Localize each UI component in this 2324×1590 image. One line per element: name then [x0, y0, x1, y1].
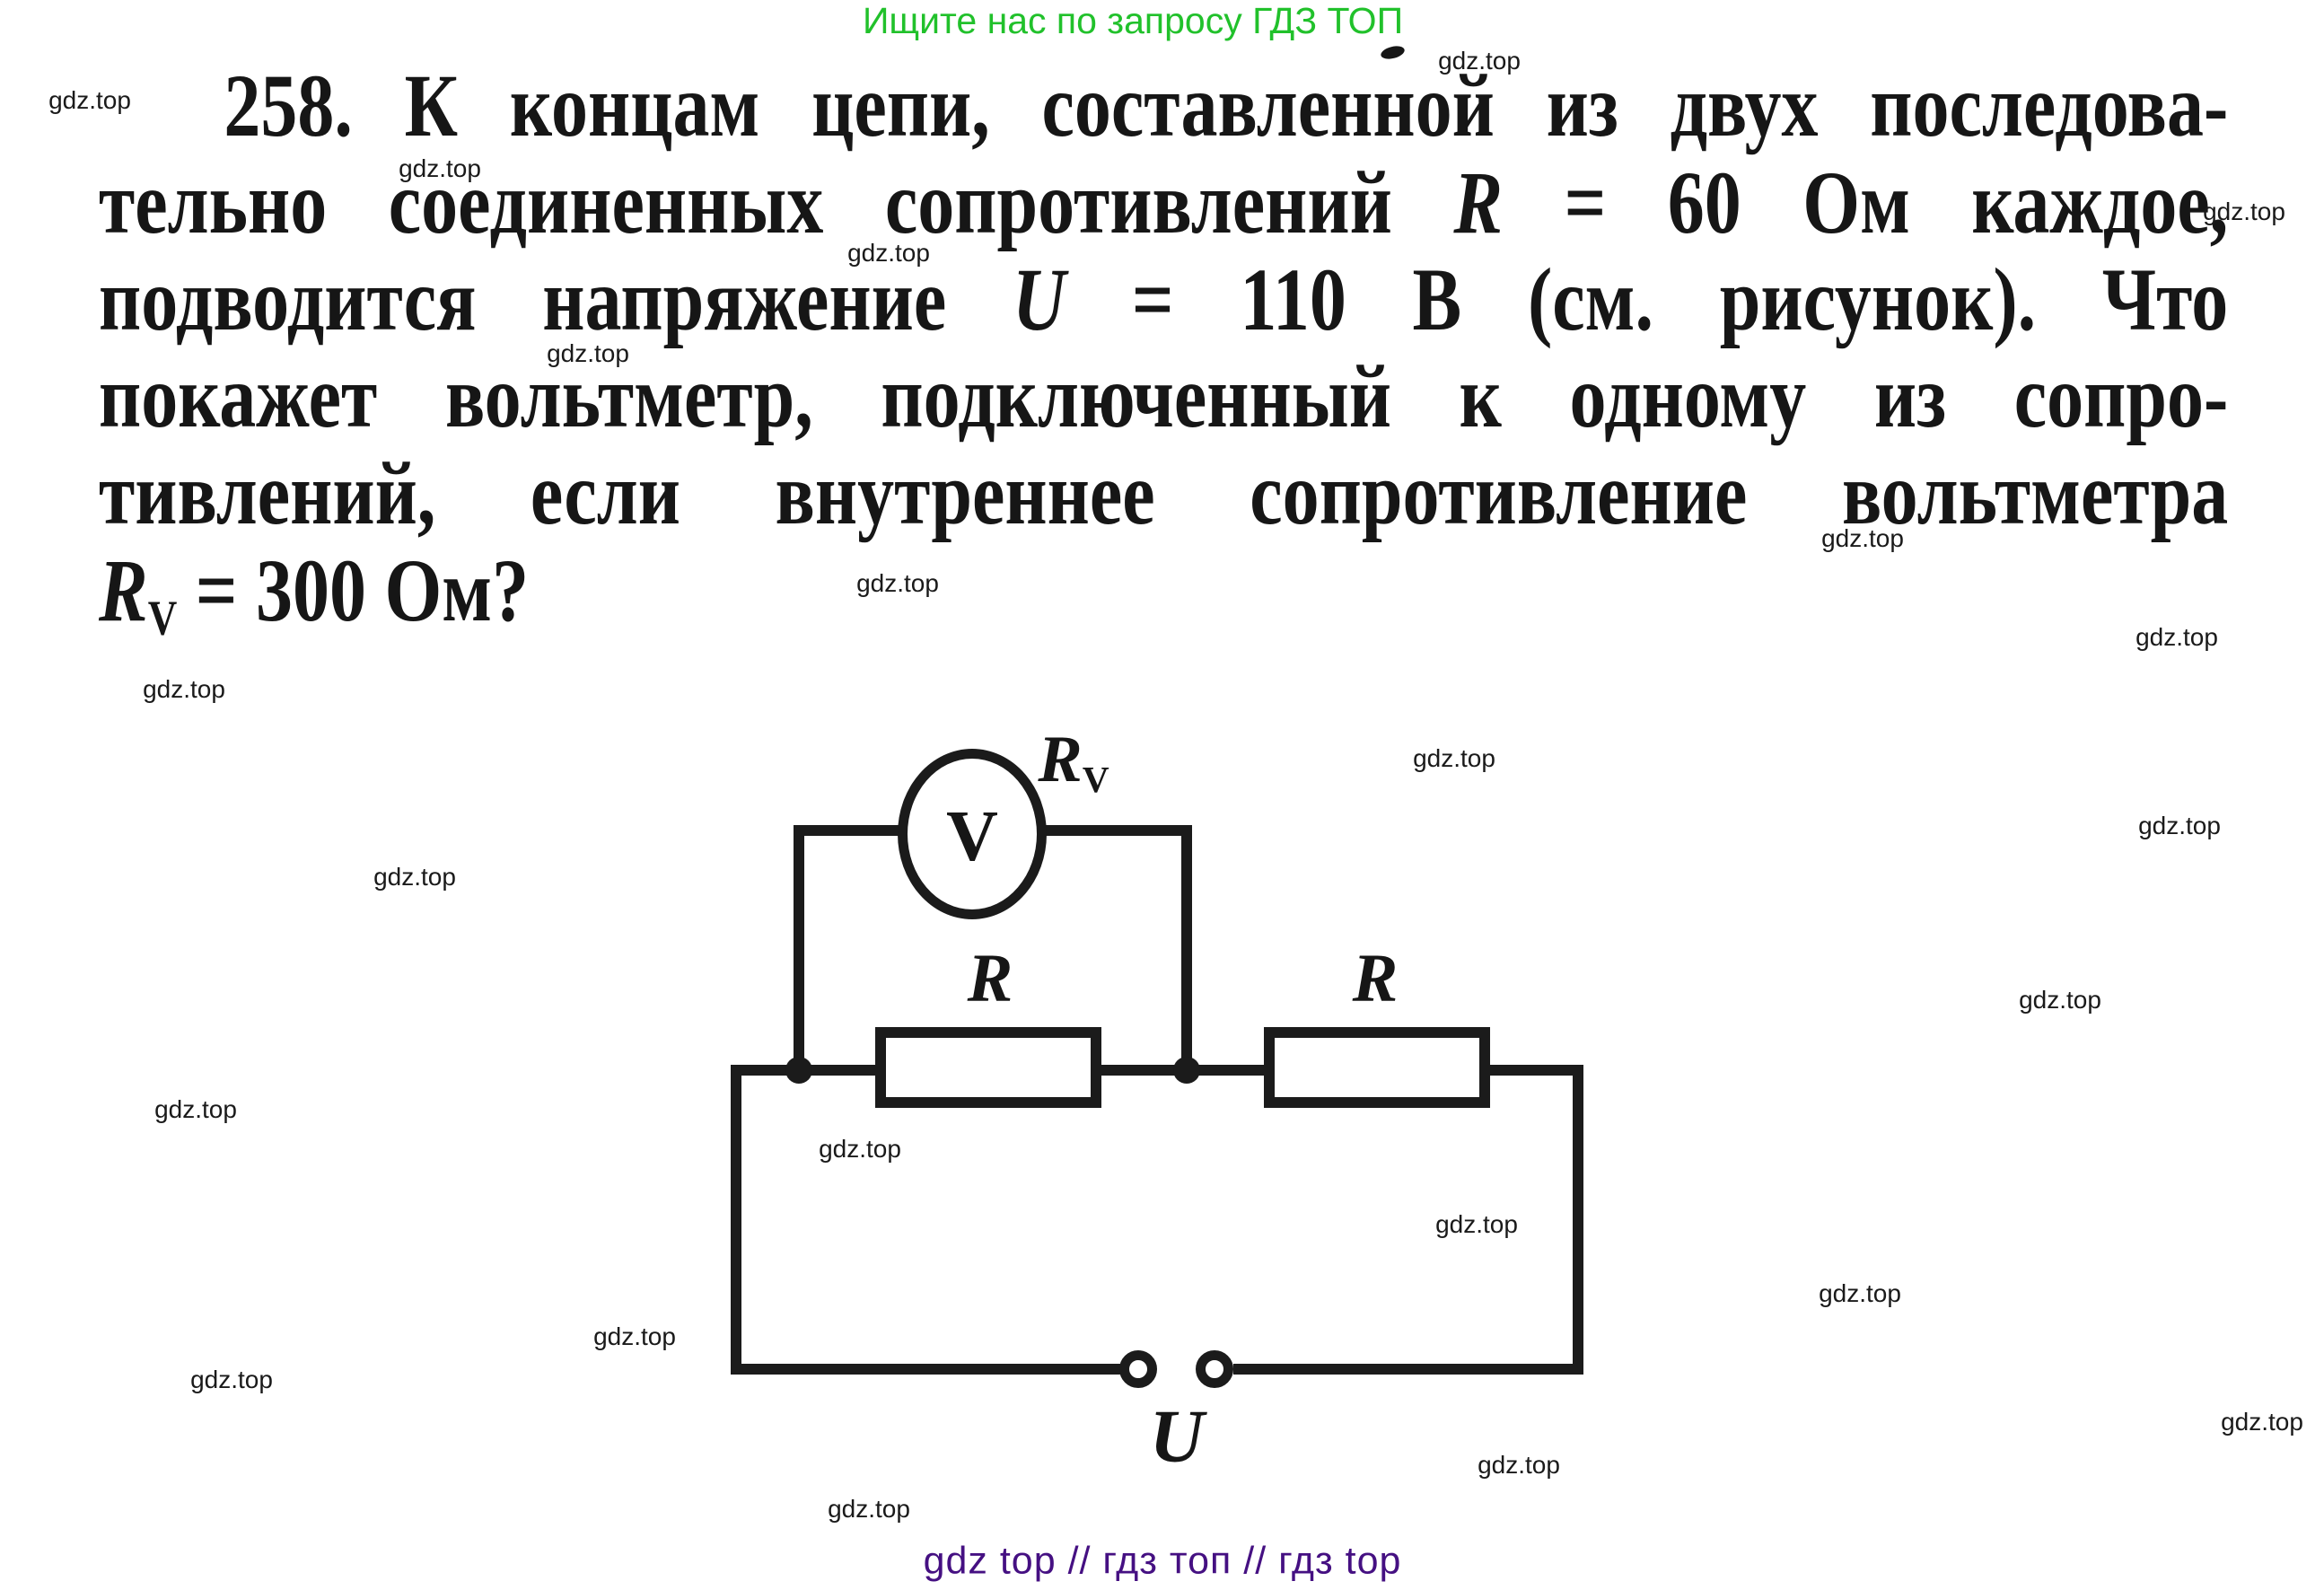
voltmeter: V — [898, 749, 1047, 919]
wire-right-vertical — [1573, 1065, 1583, 1375]
watermark-text: gdz.top — [2019, 986, 2101, 1014]
problem-line-5: тивлений, если внутреннее сопротивление … — [99, 445, 2228, 542]
problem-line-5-text: тивлений, если внутреннее сопротивление … — [99, 444, 2229, 543]
search-banner: Ищите нас по запросу ГДЗ ТОП — [862, 0, 1404, 41]
source-voltage-label: U — [1149, 1394, 1205, 1479]
wire-bottom-left — [731, 1364, 1120, 1375]
wire-left-vertical — [731, 1065, 741, 1375]
watermark-text: gdz.top — [2221, 1408, 2303, 1436]
resistor-right-box — [1264, 1027, 1490, 1108]
wire-bottom-right — [1233, 1364, 1583, 1375]
meter-resistance-var: R — [1038, 722, 1083, 796]
wire-voltmeter-top-right — [1016, 825, 1192, 836]
variable-R: R — [1453, 153, 1504, 252]
junction-dot-left — [785, 1057, 812, 1084]
watermark-text: gdz.top — [2135, 623, 2218, 651]
watermark-text: gdz.top — [828, 1495, 910, 1523]
meter-resistance-label: RV — [1038, 722, 1109, 801]
problem-line-2: тельно соединенных сопротивлений R = 60 … — [99, 154, 2228, 251]
variable-Rv: R — [99, 540, 148, 640]
watermark-text: gdz.top — [373, 863, 456, 891]
wire-voltmeter-left-vertical — [794, 825, 804, 1076]
problem-line-2-value: = 60 Ом каждое, — [1564, 153, 2229, 252]
watermark-text: gdz.top — [154, 1095, 237, 1123]
watermark-text: gdz.top — [847, 239, 930, 267]
meter-resistance-subscript: V — [1082, 759, 1109, 801]
watermark-text: gdz.top — [2138, 812, 2221, 839]
problem-line-6: RV = 300 Ом? — [99, 540, 2228, 646]
footer-site-links: gdz top // гдз топ // гдз top — [923, 1539, 1402, 1583]
watermark-text: gdz.top — [1821, 524, 1904, 552]
watermark-text: gdz.top — [1435, 1210, 1518, 1238]
problem-line-2-text: тельно соединенных сопротивлений — [99, 153, 1392, 252]
watermark-text: gdz.top — [143, 675, 225, 703]
wire-voltmeter-right-vertical — [1181, 825, 1192, 1076]
watermark-text: gdz.top — [2203, 198, 2285, 225]
watermark-text: gdz.top — [547, 339, 629, 367]
watermark-text: gdz.top — [1413, 744, 1495, 772]
watermark-text: gdz.top — [856, 569, 939, 597]
terminal-right — [1196, 1350, 1233, 1388]
problem-line-3-text: подводится напряжение — [99, 250, 947, 349]
problem-line-3-value: = 110 В (см. рисунок). Что — [1131, 250, 2229, 349]
watermark-text: gdz.top — [48, 86, 131, 114]
voltmeter-label: V — [946, 796, 998, 876]
watermark-text: gdz.top — [1478, 1451, 1560, 1479]
problem-line-1-text: К концам цепи, составленной из двух посл… — [404, 56, 2229, 155]
terminal-left — [1119, 1350, 1157, 1388]
wire-voltmeter-top-left — [794, 825, 908, 836]
problem-line-3: подводится напряжение U = 110 В (см. рис… — [99, 251, 2228, 348]
problem-line-4: покажет вольтметр, подключенный к одному… — [99, 348, 2228, 445]
variable-Rv-subscript: V — [147, 590, 178, 646]
junction-dot-middle — [1173, 1057, 1200, 1084]
watermark-text: gdz.top — [190, 1366, 273, 1393]
watermark-text: gdz.top — [1438, 47, 1521, 75]
problem-number: 258. — [224, 56, 353, 155]
problem-statement: 258. К концам цепи, составленной из двух… — [99, 57, 2228, 646]
resistor-right-label: R — [1352, 940, 1399, 1016]
problem-line-1: 258. К концам цепи, составленной из двух… — [99, 57, 2228, 154]
problem-line-6-value: = 300 Ом? — [195, 540, 530, 640]
variable-U: U — [1012, 250, 1066, 349]
watermark-text: gdz.top — [1819, 1279, 1901, 1307]
watermark-text: gdz.top — [819, 1135, 901, 1163]
problem-line-4-text: покажет вольтметр, подключенный к одному… — [99, 347, 2229, 446]
resistor-left-label: R — [967, 940, 1013, 1016]
resistor-left-box — [875, 1027, 1101, 1108]
watermark-text: gdz.top — [399, 154, 481, 182]
watermark-text: gdz.top — [593, 1322, 676, 1350]
